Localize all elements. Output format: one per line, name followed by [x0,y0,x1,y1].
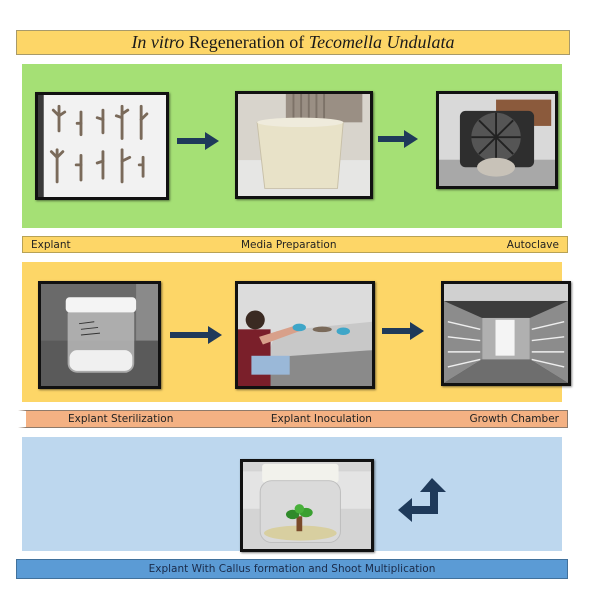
media-container-photo [235,91,373,199]
diagram-title: In vitro Regeneration of Tecomella Undul… [16,30,570,55]
right-arrow-icon [378,130,418,148]
stage-labels-row2: Explant Sterilization Explant Inoculatio… [18,410,568,428]
title-species: Tecomella Undulata [308,32,455,52]
explant-cuttings-photo [35,92,169,200]
right-arrow-icon [382,322,424,340]
title-italic-invitro: In vitro [131,32,185,52]
stage-labels-row3: Explant With Callus formation and Shoot … [16,559,568,579]
autoclave-photo [436,91,558,189]
label-explant-inoculation: Explant Inoculation [270,413,372,425]
inoculation-laminar-flow-photo [235,281,375,389]
callus-shoot-jar-photo [240,459,374,552]
label-explant-sterilization: Explant Sterilization [68,413,174,425]
label-growth-chamber: Growth Chamber [469,413,559,425]
label-callus-shoot-multiplication: Explant With Callus formation and Shoot … [148,563,436,575]
return-corner-arrow-icon [398,478,450,524]
label-autoclave: Autoclave [506,238,559,251]
growth-chamber-photo [441,281,571,386]
right-arrow-icon [177,132,219,150]
stage-labels-row1: Explant Media Preparation Autoclave [22,236,568,253]
label-explant: Explant [31,238,71,251]
label-media-preparation: Media Preparation [240,238,337,251]
title-middle: Regeneration of [184,32,309,52]
sterilization-jar-photo [38,281,161,389]
right-arrow-icon [170,326,222,344]
